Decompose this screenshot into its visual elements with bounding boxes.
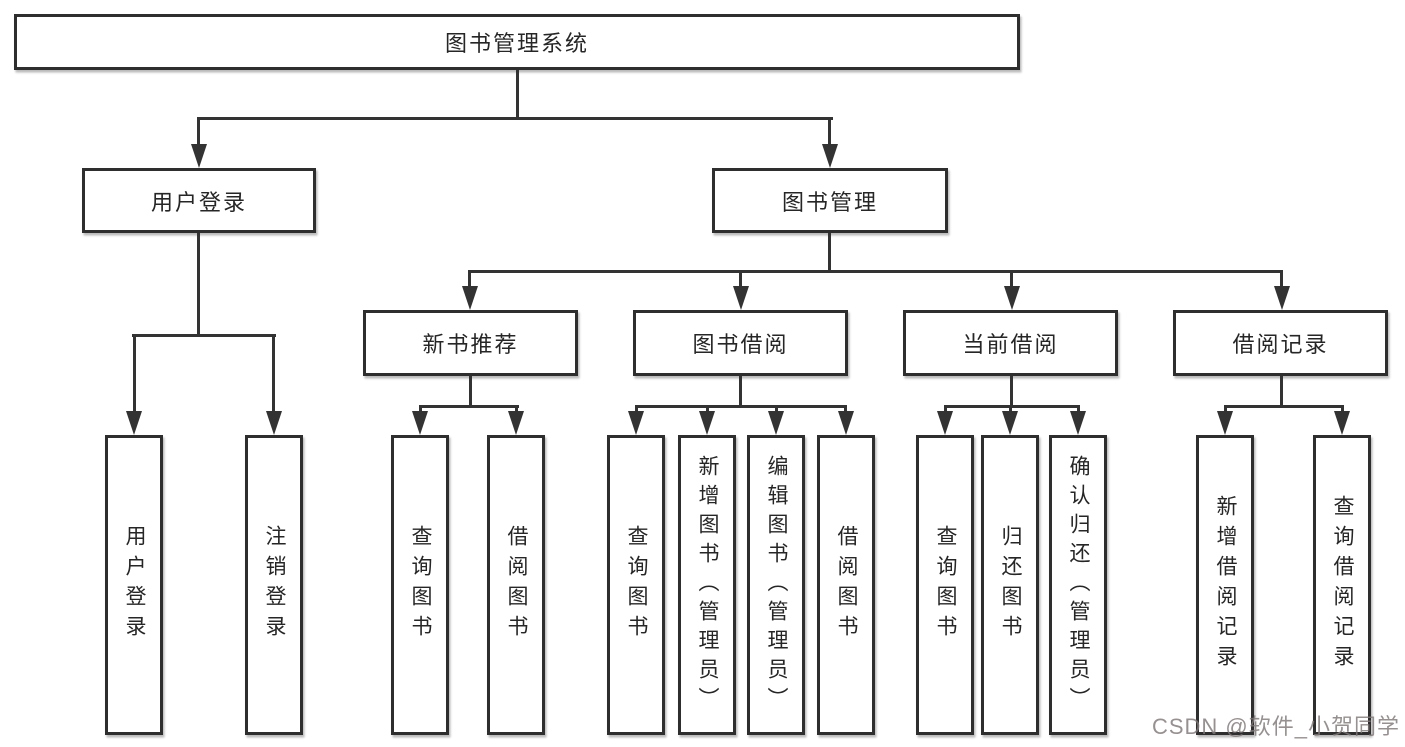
- connector-newbook-horizontal: [419, 405, 519, 408]
- arrowhead-borrow-records: [1274, 286, 1290, 310]
- connector-newbook-vertical: [469, 376, 472, 408]
- connector-bookmgmt-vertical: [828, 233, 831, 273]
- arrowhead-br-query: [1334, 411, 1350, 435]
- connector-stub-br-add: [1224, 405, 1227, 415]
- leaf-bb-edit-books-admin: 编辑图书（管理员）: [747, 435, 805, 735]
- arrowhead-nb-borrow: [508, 411, 524, 435]
- node-borrow-records: 借阅记录: [1173, 310, 1388, 376]
- connector-root-horizontal: [197, 117, 833, 120]
- leaf-cb-return-books: 归还图书: [981, 435, 1039, 735]
- arrowhead-cb-confirm: [1070, 411, 1086, 435]
- connector-stub-leaf-logout: [272, 334, 275, 412]
- connector-stub-current-borrow: [1010, 270, 1013, 290]
- node-user-login: 用户登录: [82, 168, 316, 233]
- leaf-nb-query-books: 查询图书: [391, 435, 449, 735]
- connector-bookborrow-horizontal: [635, 405, 847, 408]
- node-book-management: 图书管理: [712, 168, 948, 233]
- connector-root-vertical: [516, 70, 519, 119]
- leaf-br-query-record: 查询借阅记录: [1313, 435, 1371, 735]
- connector-stub-cb-confirm: [1077, 405, 1080, 415]
- leaf-cb-query-books: 查询图书: [916, 435, 974, 735]
- connector-stub-bb-add: [706, 405, 709, 415]
- connector-borrowrecords-horizontal: [1224, 405, 1344, 408]
- arrowhead-br-add: [1217, 411, 1233, 435]
- connector-stub-br-query: [1341, 405, 1344, 415]
- connector-stub-leaf-user-login: [133, 334, 136, 412]
- connector-stub-bb-query: [635, 405, 638, 415]
- arrowhead-book-borrow: [733, 286, 749, 310]
- connector-userlogin-horizontal: [132, 334, 276, 337]
- connector-stub-new-book: [468, 270, 471, 290]
- connector-borrowrecords-vertical: [1280, 376, 1283, 408]
- connector-stub-bb-edit: [775, 405, 778, 415]
- connector-stub-book-management: [828, 117, 831, 147]
- arrowhead-nb-query: [412, 411, 428, 435]
- arrowhead-leaf-logout: [266, 411, 282, 435]
- arrowhead-user-login: [191, 144, 207, 168]
- leaf-bb-borrow-books: 借阅图书: [817, 435, 875, 735]
- node-root-library-management-system: 图书管理系统: [14, 14, 1020, 70]
- connector-stub-book-borrow: [739, 270, 742, 290]
- leaf-cb-confirm-return-admin: 确认归还（管理员）: [1049, 435, 1107, 735]
- leaf-nb-borrow-books: 借阅图书: [487, 435, 545, 735]
- connector-stub-nb-borrow: [515, 405, 518, 415]
- arrowhead-book-management: [822, 144, 838, 168]
- connector-bookborrow-vertical: [739, 376, 742, 408]
- arrowhead-bb-query: [628, 411, 644, 435]
- node-new-book-recommend: 新书推荐: [363, 310, 578, 376]
- leaf-user-login: 用户登录: [105, 435, 163, 735]
- arrowhead-leaf-user-login: [126, 411, 142, 435]
- connector-currentborrow-vertical: [1010, 376, 1013, 408]
- connector-stub-nb-query: [419, 405, 422, 415]
- arrowhead-bb-borrow: [838, 411, 854, 435]
- connector-stub-bb-borrow: [844, 405, 847, 415]
- connector-bookmgmt-horizontal: [468, 270, 1283, 273]
- arrowhead-bb-add: [699, 411, 715, 435]
- connector-stub-borrow-records: [1280, 270, 1283, 290]
- csdn-watermark: CSDN @软件_小贺同学: [1151, 714, 1400, 739]
- arrowhead-bb-edit: [768, 411, 784, 435]
- connector-currentborrow-horizontal: [944, 405, 1080, 408]
- arrowhead-cb-return: [1002, 411, 1018, 435]
- arrowhead-new-book: [462, 286, 478, 310]
- node-current-borrow: 当前借阅: [903, 310, 1118, 376]
- arrowhead-cb-query: [937, 411, 953, 435]
- node-book-borrow: 图书借阅: [633, 310, 848, 376]
- leaf-bb-query-books: 查询图书: [607, 435, 665, 735]
- connector-userlogin-vertical: [197, 233, 200, 337]
- leaf-bb-add-books-admin: 新增图书（管理员）: [678, 435, 736, 735]
- connector-stub-cb-return: [1009, 405, 1012, 415]
- connector-stub-cb-query: [944, 405, 947, 415]
- leaf-br-add-record: 新增借阅记录: [1196, 435, 1254, 735]
- leaf-logout: 注销登录: [245, 435, 303, 735]
- connector-stub-user-login: [197, 117, 200, 147]
- arrowhead-current-borrow: [1004, 286, 1020, 310]
